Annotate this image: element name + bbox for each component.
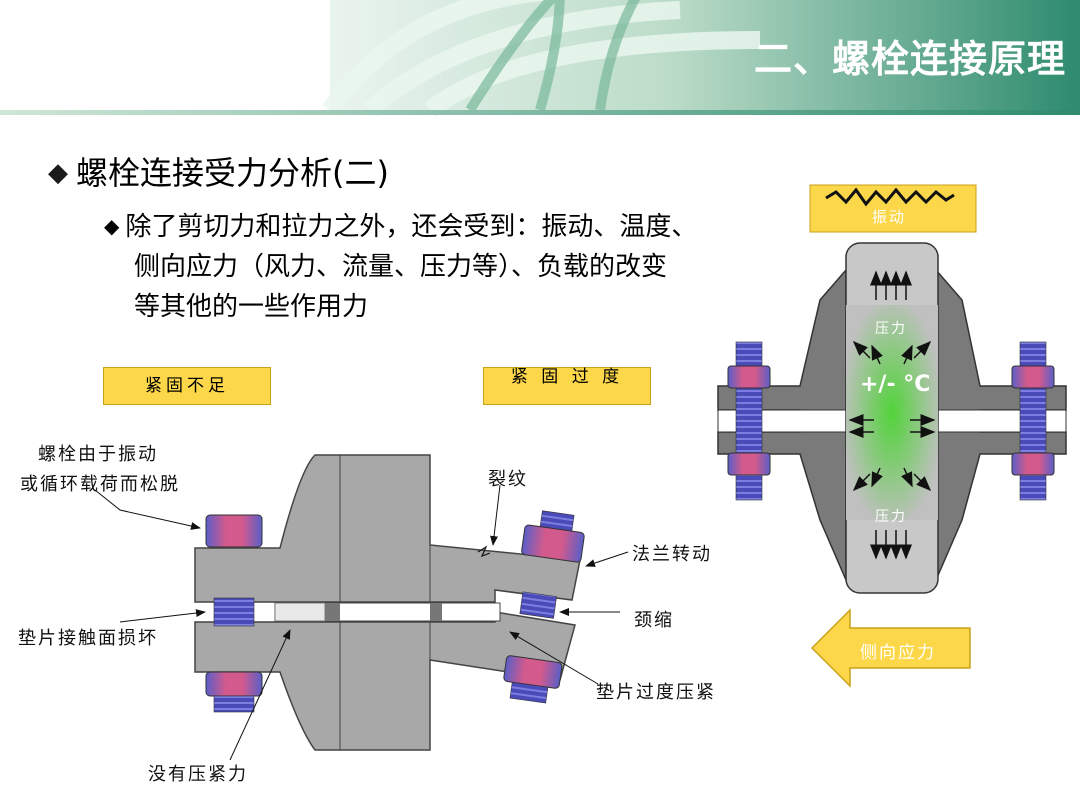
sub-point: ◆除了剪切力和拉力之外，还会受到：振动、温度、 侧向应力（风力、流量、压力等）、… <box>104 206 794 327</box>
left-bolt <box>205 514 263 713</box>
diamond-bullet-icon: ◆ <box>104 214 120 238</box>
label-pressure-bottom: 压力 <box>875 509 907 525</box>
sub-point-line-1: 除了剪切力和拉力之外，还会受到：振动、温度、 <box>125 212 698 242</box>
label-box-over-tightened: 紧 固 过 度 <box>483 367 651 405</box>
label-necking: 颈缩 <box>634 610 674 631</box>
label-loosen-line1: 螺栓由于振动 <box>38 444 158 465</box>
page-title: 二、螺栓连接原理 <box>753 37 1066 81</box>
label-crack: 裂纹 <box>488 469 528 490</box>
sub-point-line-2: 侧向应力（风力、流量、压力等）、负载的改变 <box>134 252 668 282</box>
left-flange-assembly <box>194 454 581 751</box>
section-heading-text: 螺栓连接受力分析(二) <box>76 154 389 192</box>
label-lateral-stress: 侧向应力 <box>860 643 936 663</box>
label-loosen-line2: 或循环载荷而松脱 <box>20 474 180 495</box>
sub-point-line-3: 等其他的一些作用力 <box>134 292 369 322</box>
label-box-insufficient: 紧固不足 <box>103 367 271 405</box>
label-pressure-top: 压力 <box>875 321 907 337</box>
right-bolt <box>503 510 585 704</box>
diamond-bullet-icon: ◆ <box>48 158 68 188</box>
label-no-pressure: 没有压紧力 <box>148 764 248 785</box>
header-banner <box>0 0 1080 118</box>
label-gasket-over: 垫片过度压紧 <box>596 682 716 703</box>
label-vibration: 振动 <box>872 208 907 226</box>
forces-diagram <box>717 184 1067 688</box>
section-heading: ◆ 螺栓连接受力分析(二) <box>48 148 389 194</box>
label-flange-rotation: 法兰转动 <box>632 544 712 565</box>
label-gasket-damage: 垫片接触面损坏 <box>18 628 158 649</box>
label-temperature: +/- °C <box>860 372 931 397</box>
